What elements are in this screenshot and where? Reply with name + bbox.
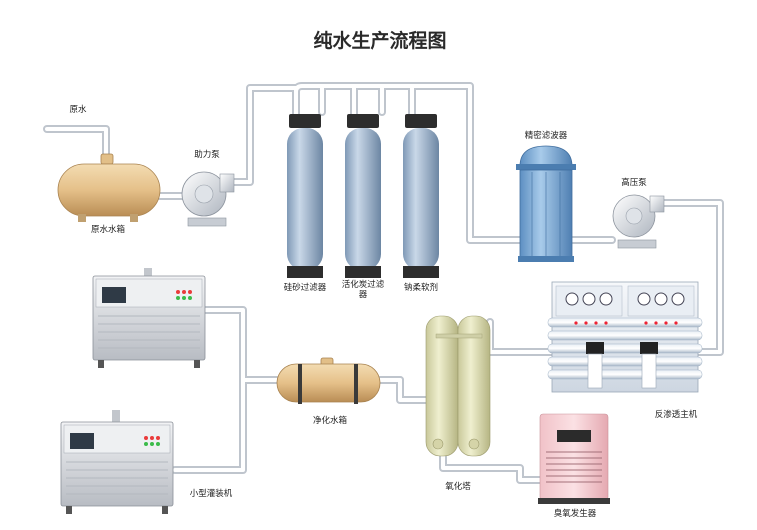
high-pressure-pump bbox=[612, 194, 665, 249]
label-ro-unit: 反渗透主机 bbox=[655, 409, 698, 420]
ozone-generator bbox=[538, 413, 610, 504]
label-raw-water-tank: 原水水箱 bbox=[91, 224, 126, 235]
ozone-tower bbox=[425, 315, 491, 457]
reverse-osmosis-unit bbox=[547, 281, 703, 393]
label-ozone-generator: 臭氧发生器 bbox=[554, 508, 597, 519]
pipe-network bbox=[43, 82, 724, 484]
sodium-softener bbox=[403, 114, 439, 278]
purified-water-tank bbox=[276, 357, 381, 404]
label-carbon-filter-line1: 活化炭过滤 bbox=[342, 279, 385, 290]
packing-machine-lower bbox=[60, 410, 174, 514]
label-small-packer: 小型灌装机 bbox=[190, 488, 233, 499]
label-purified-tank: 净化水箱 bbox=[313, 415, 348, 426]
booster-pump bbox=[181, 171, 235, 227]
label-carbon-filter-line2: 器 bbox=[359, 290, 368, 300]
label-ozone-tower: 氧化塔 bbox=[445, 481, 471, 492]
component-labels: 原水 原水水箱 助力泵 硅砂过滤器 活化炭过滤 器 钠柔软剂 精密滤波器 高压泵… bbox=[69, 104, 697, 519]
raw-water-tank bbox=[57, 153, 161, 222]
label-high-pressure-pump: 高压泵 bbox=[621, 177, 647, 188]
label-softener: 钠柔软剂 bbox=[404, 282, 438, 293]
activated-carbon-filter bbox=[345, 114, 381, 278]
precision-filter bbox=[516, 145, 576, 262]
label-booster-pump: 助力泵 bbox=[194, 149, 220, 160]
label-precision-filter: 精密滤波器 bbox=[525, 130, 568, 141]
label-raw-water: 原水 bbox=[69, 104, 87, 115]
diagram-title: 纯水生产流程图 bbox=[313, 29, 446, 52]
packing-machine-upper bbox=[92, 268, 206, 368]
sand-filter bbox=[287, 114, 323, 278]
label-sand-filter: 硅砂过滤器 bbox=[284, 282, 327, 293]
